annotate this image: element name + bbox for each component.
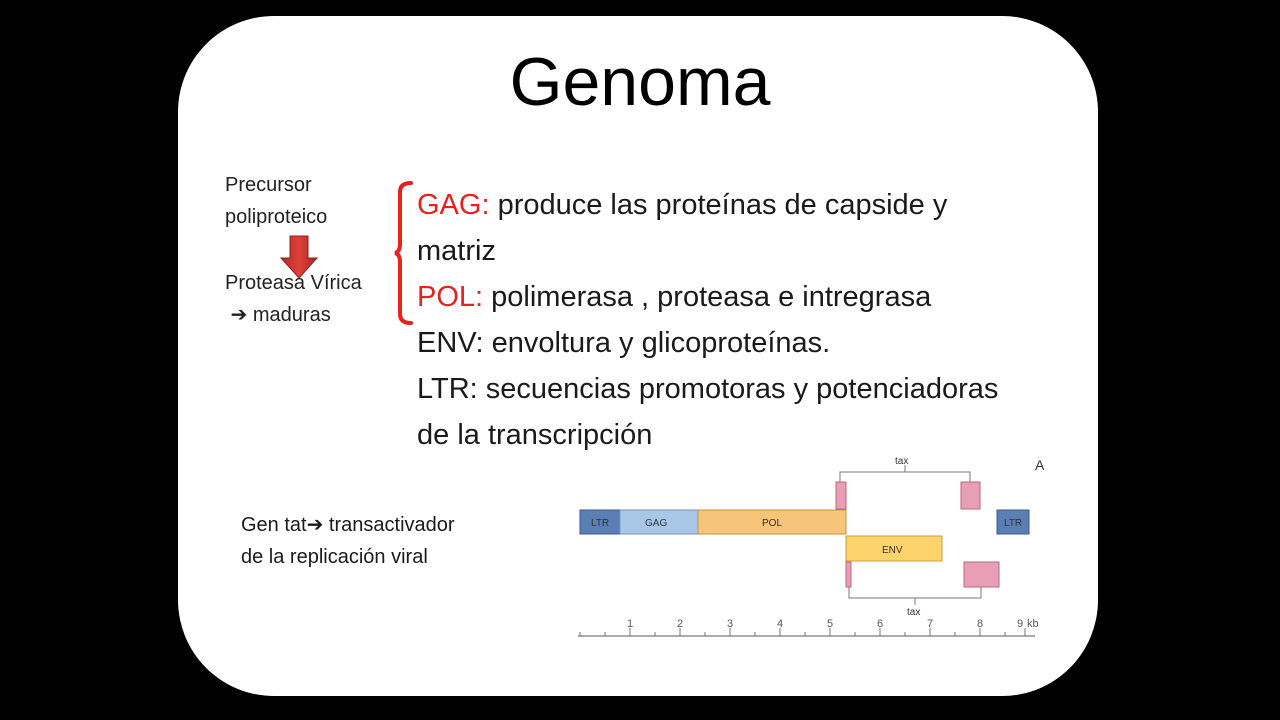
scale-label-4: 4 [777,618,783,630]
env-label: ENV [882,545,903,556]
tax-bottom-label: tax [907,607,920,618]
slide-card [178,16,1098,696]
gene-description-list: GAG: produce las proteínas de capside y … [417,182,1097,458]
scale-label-8: 8 [977,618,983,630]
gag-label: GAG [645,518,667,529]
gene-key: POL: [417,281,484,313]
gene-key: GAG: [417,189,490,221]
ltr-right-label: LTR [1004,518,1022,529]
scale-label-6: 6 [877,618,883,630]
tat-exon-1-top [835,481,847,510]
gene-text: produce las proteínas de capside y [489,189,948,221]
precursor-label: Precursor [225,174,312,196]
gene-line-gag: GAG: produce las proteínas de capside y [417,182,1097,228]
scale-minor-ticks [579,632,1006,636]
tat-exon-2-bottom [963,561,1000,588]
proteasa-note: Proteasa Vírica ➔ maduras [225,267,362,331]
maduras-line: ➔ maduras [225,299,362,331]
gene-text: LTR: secuencias promotoras y potenciador… [417,373,999,405]
tax-top-connector [839,471,971,482]
right-arrow-icon: ➔ [306,514,324,536]
proteasa-label: Proteasa Vírica [225,272,362,294]
genome-map: tax A LTR GAG POL LTR ENV tax 1 2 [578,456,1045,637]
gene-line-ltr-cont: de la transcripción [417,412,1097,458]
pol-label: POL [762,518,782,529]
scale-major-ticks [629,628,1026,636]
ltr-left-segment [579,509,621,535]
env-segment [845,535,943,562]
tat-gene-label: Gen tat [241,514,307,536]
pol-segment [697,509,847,535]
ltr-left-label: LTR [591,518,609,529]
tat-exon-2-top [960,481,981,510]
bracket-icon [394,181,413,325]
gene-line-matriz: matriz [417,228,1097,274]
gene-text: polimerasa , proteasa e intregrasa [483,281,932,313]
tax-top-label: tax [895,456,908,467]
scale-label-5: 5 [827,618,833,630]
gene-line-ltr: LTR: secuencias promotoras y potenciador… [417,366,1097,412]
gene-line-env: ENV: envoltura y glicoproteínas. [417,320,1097,366]
scale-label-2: 2 [677,618,683,630]
tat-note: Gen tat➔ transactivador de la replicació… [241,509,455,573]
down-arrow-icon [279,235,319,279]
tax-bottom-connector [848,587,982,599]
maduras-label: maduras [252,304,331,326]
ltr-right-segment [996,509,1030,535]
poliproteico-label: poliproteico [225,206,328,228]
tat-desc-label: transactivador [323,514,455,536]
scale-label-9: 9 [1017,618,1023,630]
scale-label-3: 3 [727,618,733,630]
tat-line-1: Gen tat➔ transactivador [241,509,455,541]
right-arrow-icon: ➔ [225,304,253,326]
gene-text: ENV: envoltura y glicoproteínas. [417,327,831,359]
slide-title: Genoma [509,44,771,120]
gene-line-pol: POL: polimerasa , proteasa e intregrasa [417,274,1097,320]
tat-exon-1-bottom [845,561,852,588]
tat-line-2: de la replicación viral [241,546,428,568]
gene-text: de la transcripción [417,419,653,451]
scale-unit-label: kb [1027,618,1039,630]
panel-label: A [1035,457,1045,473]
scale-label-1: 1 [627,618,633,630]
gene-text: matriz [417,235,496,267]
left-note: Precursor poliproteico [225,169,327,233]
scale-label-7: 7 [927,618,933,630]
